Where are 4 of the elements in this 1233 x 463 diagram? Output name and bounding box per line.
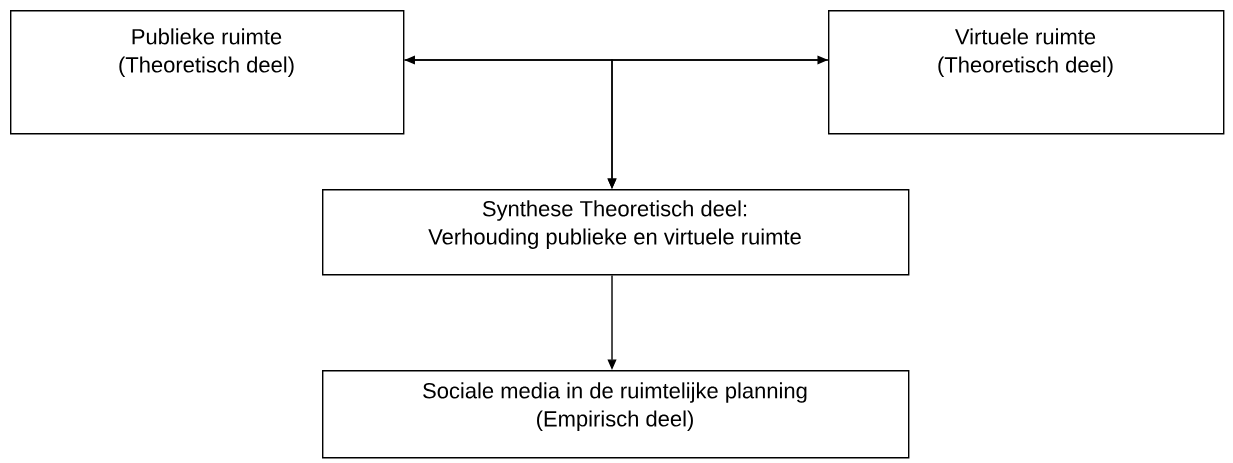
process-box: Synthese Theoretisch deel: Verhouding publieke en virtuele ruimte: [322, 189, 910, 276]
process-box: Virtuele ruimte (Theoretisch deel): [828, 10, 1225, 135]
process-box: Publieke ruimte (Theoretisch deel): [10, 10, 405, 135]
process-box: Sociale media in de ruimtelijke planning (Empirisch deel): [322, 370, 910, 459]
